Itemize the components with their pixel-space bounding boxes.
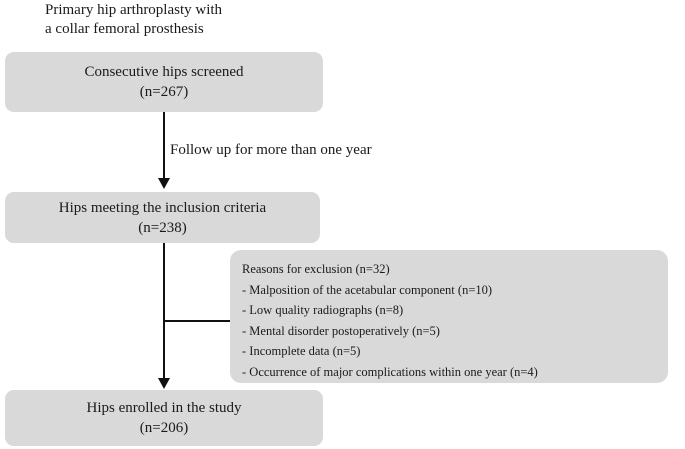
node-inclusion-label: Hips meeting the inclusion criteria	[58, 199, 267, 216]
exclusion-reason-item: - Low quality radiographs (n=8)	[242, 303, 404, 317]
arrowhead-down-icon	[158, 378, 170, 389]
diagram-caption: Primary hip arthroplasty with a collar f…	[45, 2, 223, 37]
exclusion-heading: Reasons for exclusion (n=32)	[242, 262, 390, 276]
node-enrolled-count: (n=206)	[139, 420, 189, 436]
connector-inclusion-to-enrolled	[163, 243, 165, 380]
exclusion-reason-item: - Incomplete data (n=5)	[242, 344, 361, 358]
node-enrolled-label: Hips enrolled in the study	[86, 400, 242, 416]
connector-tee-to-exclusion	[164, 320, 231, 322]
exclusion-reason-item: - Occurrence of major complications with…	[242, 364, 538, 379]
node-consecutive-hips-screened: Consecutive hips screened (n=267)	[5, 52, 323, 112]
exclusion-reason-item: - Malposition of the acetabular componen…	[242, 282, 493, 297]
node-hips-enrolled-in-study: Hips enrolled in the study (n=206)	[5, 390, 323, 446]
panel-reasons-for-exclusion: Reasons for exclusion (n=32) - Malpositi…	[230, 250, 668, 383]
exclusion-reason-item: - Mental disorder postoperatively (n=5)	[242, 323, 440, 338]
node-inclusion-count: (n=238)	[138, 219, 187, 236]
node-screened-label: Consecutive hips screened	[84, 64, 244, 80]
node-screened-count: (n=267)	[139, 84, 189, 100]
arrowhead-down-icon	[158, 178, 170, 189]
edge-label-followup: Follow up for more than one year	[170, 142, 372, 158]
node-hips-meeting-inclusion-criteria: Hips meeting the inclusion criteria (n=2…	[5, 192, 320, 243]
connector-screened-to-inclusion	[163, 112, 165, 180]
